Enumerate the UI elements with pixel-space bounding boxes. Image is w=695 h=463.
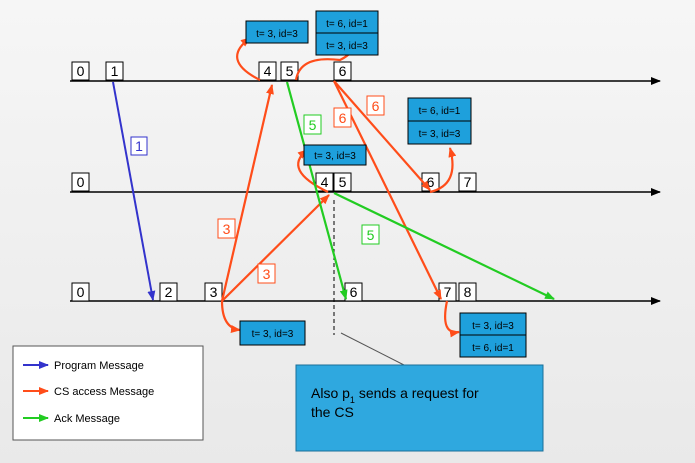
clock-label: 6 [339,63,347,79]
message-label-box: 6 [366,95,385,116]
clock-label: 3 [210,284,218,300]
clock-box: 6 [421,172,440,192]
clock-box: 4 [258,61,277,81]
clock-label: 7 [464,174,472,190]
cs-request-arrow [333,80,442,300]
queue-box: t= 3, id=3 t= 6, id=1 [459,312,527,358]
clock-box: 0 [71,282,90,302]
cs-queue-arrow [297,149,329,193]
clock-label: 0 [77,174,85,190]
queue-entry: t= 3, id=3 [419,129,461,140]
clock-box: 5 [280,61,299,81]
svg-text:6: 6 [339,110,347,126]
queue-box: t= 6, id=1 t= 3, id=3 [315,10,379,56]
clock-box: 8 [458,282,477,302]
cs-request-arrow [333,80,431,191]
clock-box: 3 [204,282,223,302]
clock-label: 5 [339,174,347,190]
cs-request-arrow [221,194,330,302]
legend: Program Message CS access Message Ack Me… [12,345,204,441]
clock-box: 7 [458,172,477,192]
ack-arrow [333,192,555,300]
svg-text:6: 6 [372,98,380,114]
clock-box: 6 [344,282,363,302]
clock-box: 6 [333,61,352,81]
queue-entry: t= 3, id=3 [472,321,514,332]
queue-entry: t= 3, id=3 [314,151,356,162]
clock-label: 4 [264,63,272,79]
svg-text:1: 1 [135,138,143,154]
queue-box: t= 3, id=3 [303,144,367,166]
clock-label: 6 [350,284,358,300]
svg-text:5: 5 [367,227,375,243]
legend-ack-label: Ack Message [54,413,120,425]
queue-entry: t= 6, id=1 [472,343,514,354]
clock-box: 5 [333,172,352,192]
clock-label: 7 [444,284,452,300]
message-label-box: 3 [257,263,276,284]
message-label-box: 1 [130,136,148,156]
callout: Also p1 sends a request for the CS [295,332,544,452]
clock-label: 5 [286,63,294,79]
cs-messages [220,37,460,338]
cs-queue-arrow [444,300,460,338]
queue-box: t= 3, id=3 [239,320,306,346]
queue-box: t= 6, id=1 t= 3, id=3 [407,97,472,145]
message-label-box: 3 [217,218,236,239]
ack-messages [285,81,555,300]
clock-label: 0 [77,63,85,79]
legend-program-label: Program Message [54,360,144,372]
message-label-box: 6 [333,107,352,128]
cs-queue-arrow [220,300,241,333]
clock-box: 0 [71,172,90,192]
queue-entry: t= 3, id=3 [252,329,294,340]
legend-cs-label: CS access Message [54,386,154,398]
clock-label: 8 [464,284,472,300]
queue-box: t= 3, id=3 [245,20,309,44]
clock-box: 1 [105,61,124,81]
queue-entry: t= 3, id=3 [256,29,298,40]
clock-label: 1 [111,63,119,79]
callout-line-2: the CS [311,404,354,420]
queue-entry: t= 6, id=1 [419,106,461,117]
svg-text:3: 3 [263,266,271,282]
clock-label: 4 [321,174,329,190]
clock-label: 2 [165,284,173,300]
ack-arrow [285,81,348,300]
queue-entry: t= 3, id=3 [326,41,368,52]
cs-queue-arrow [429,147,457,194]
clock-box: 0 [71,61,90,81]
callout-pointer [340,332,405,366]
svg-text:5: 5 [309,117,317,133]
queue-entry: t= 6, id=1 [326,19,368,30]
clock-label: 0 [77,284,85,300]
message-label-box: 5 [303,114,322,135]
message-label-box: 5 [361,224,380,245]
svg-text:3: 3 [223,221,231,237]
cs-queue-arrow [236,37,261,81]
callout-line-1: Also p1 sends a request for [311,385,479,405]
cs-request-arrow [220,84,274,302]
clock-box: 2 [159,282,178,302]
program-message-arrow [112,81,156,301]
